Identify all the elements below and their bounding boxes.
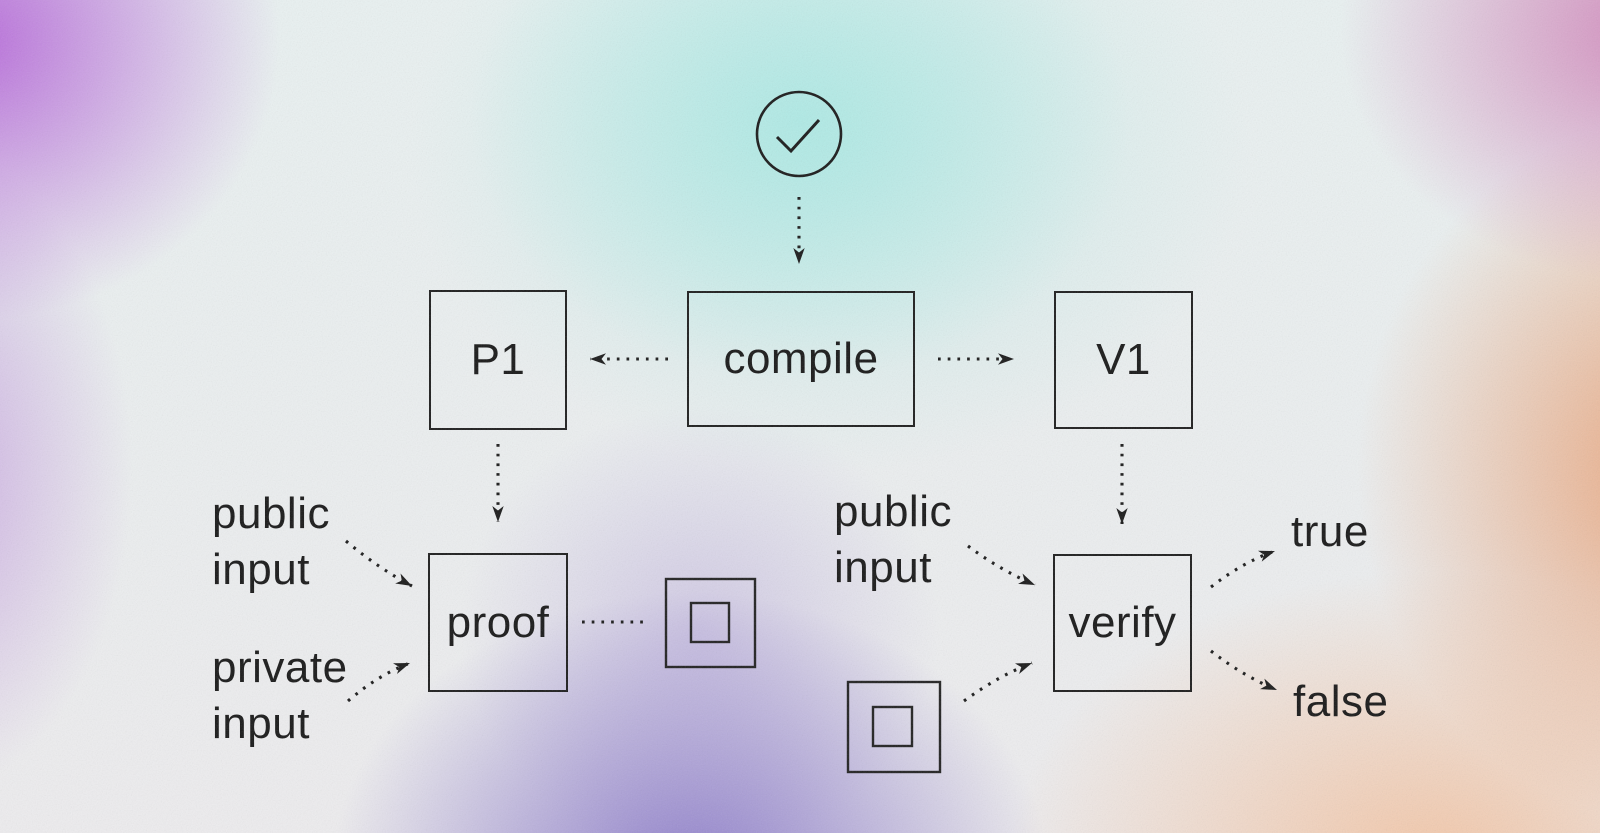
arrow-verify-to-true — [1210, 549, 1276, 589]
nested-square-icon — [846, 680, 942, 774]
arrow-verify-to-false — [1210, 649, 1278, 692]
label-public-input-right: public input — [834, 487, 952, 592]
node-verify: verify — [1053, 554, 1192, 692]
checkmark-circle-icon — [755, 90, 843, 178]
node-v1: V1 — [1054, 291, 1193, 429]
arrow-artifact-to-verify — [963, 661, 1033, 703]
nested-square-icon — [664, 577, 757, 669]
node-verify-label: verify — [1068, 598, 1177, 647]
node-p1: P1 — [429, 290, 567, 430]
label-private-input: private input — [212, 643, 348, 748]
arrow-public-input-to-verify — [967, 544, 1036, 587]
label-true: true — [1291, 507, 1369, 556]
label-false: false — [1293, 677, 1389, 726]
arrow-public-input-to-proof — [345, 539, 413, 588]
label-public-input-left: public input — [212, 489, 330, 594]
node-compile: compile — [687, 291, 915, 427]
node-p1-label: P1 — [470, 335, 526, 384]
node-proof: proof — [428, 553, 568, 692]
node-proof-label: proof — [446, 597, 550, 647]
arrow-private-input-to-proof — [346, 661, 411, 703]
node-v1-label: V1 — [1096, 335, 1151, 384]
node-compile-label: compile — [723, 334, 879, 383]
